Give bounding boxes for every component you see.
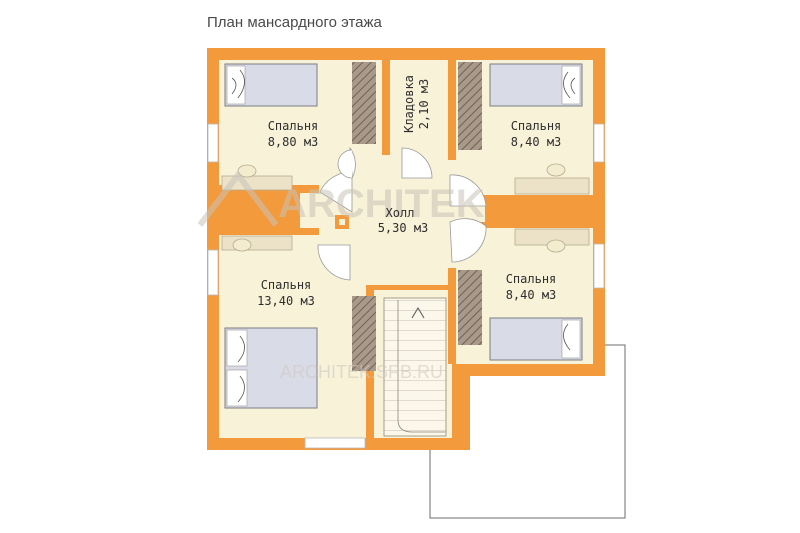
room-name-bedroom-top-right: Спальня (511, 119, 562, 133)
bed-bottom-right (489, 317, 583, 361)
window-left (207, 249, 219, 296)
room-name-hall: Холл (386, 206, 415, 220)
staircase (383, 297, 447, 437)
door-arc-hall-right-lower (449, 218, 487, 263)
room-area-bedroom-bottom-right: 8,40 м3 (506, 288, 557, 302)
watermark-url: ARCHITEK.SPB.RU (280, 362, 443, 382)
desk-bottom-right (514, 228, 590, 253)
watermark-brand: ARCHITEK (278, 182, 485, 226)
desk-top-right (514, 163, 590, 195)
wardrobe-top-right (458, 62, 482, 150)
door-arc-small (337, 149, 353, 179)
door-arc-hall-left-lower (317, 244, 351, 281)
room-name-bedroom-bottom-right: Спальня (506, 272, 557, 286)
window-right (593, 243, 605, 289)
window-bottom (304, 437, 366, 449)
bed-top-right (489, 63, 583, 107)
watermark: ARCHITEK ARCHITEK.SPB.RU (197, 170, 485, 382)
room-area-bedroom-top-left: 8,80 м3 (268, 135, 319, 149)
bed-bottom-left (224, 327, 318, 409)
window-top-left (207, 123, 219, 163)
page-title: План мансардного этажа (207, 14, 382, 31)
room-name-bedroom-top-left: Спальня (268, 119, 319, 133)
storage-floor (388, 60, 450, 155)
room-area-bedroom-bottom-left: 13,40 м3 (257, 294, 315, 308)
door-arc-hall-right-upper (449, 174, 487, 207)
room-name-storage: Кладовка (402, 75, 416, 133)
room-area-hall: 5,30 м3 (378, 221, 429, 235)
room-area-storage: 2,10 м3 (417, 79, 431, 130)
wardrobe-top-left (352, 62, 376, 144)
door-arc-storage (401, 147, 433, 179)
window-top-right (593, 123, 605, 163)
room-name-bedroom-bottom-left: Спальня (261, 278, 312, 292)
desk-bottom-left (221, 235, 293, 252)
room-area-bedroom-top-right: 8,40 м3 (511, 135, 562, 149)
wardrobe-bottom-right (458, 270, 482, 345)
bed-top-left (224, 63, 318, 107)
wardrobe-bottom-left (352, 296, 376, 371)
